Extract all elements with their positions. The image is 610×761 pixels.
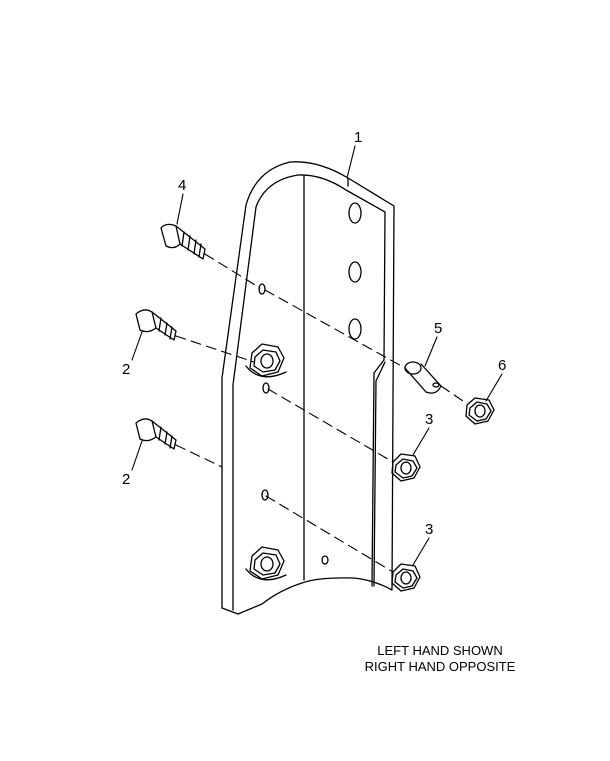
flange-nut-part-3-lower xyxy=(391,563,421,592)
bracket-hole xyxy=(321,555,329,565)
bracket-hole xyxy=(261,489,269,501)
callout-1: 1 xyxy=(354,129,362,146)
assembly-center-lines xyxy=(175,253,467,573)
bracket-part-1 xyxy=(221,161,395,615)
shoulder-screw-part-2-lower xyxy=(135,418,177,450)
bracket-hole xyxy=(258,283,266,295)
note-line-left-hand: LEFT HAND SHOWN xyxy=(377,643,503,658)
bracket-hole xyxy=(348,318,362,340)
callout-4: 4 xyxy=(178,177,186,194)
weld-nut-lower xyxy=(245,546,287,581)
cap-screw-part-4 xyxy=(160,223,206,260)
bracket-hole xyxy=(348,202,362,224)
flange-nut-part-6 xyxy=(465,397,495,425)
orientation-note: LEFT HAND SHOWN RIGHT HAND OPPOSITE xyxy=(345,643,535,675)
spacer-part-5 xyxy=(404,361,442,394)
callout-3-lower: 3 xyxy=(425,521,433,538)
bracket-hole xyxy=(262,382,270,394)
callout-2-lower: 2 xyxy=(122,471,130,488)
note-line-right-hand: RIGHT HAND OPPOSITE xyxy=(364,659,516,674)
flange-nut-part-3-upper xyxy=(391,453,421,482)
weld-nut-upper xyxy=(245,343,287,378)
callout-3-upper: 3 xyxy=(425,411,433,428)
callout-6: 6 xyxy=(498,357,506,374)
callout-2-upper: 2 xyxy=(122,361,130,378)
callout-5: 5 xyxy=(434,320,442,337)
shoulder-screw-part-2-upper xyxy=(135,309,177,341)
bracket-hole xyxy=(348,261,362,283)
callout-leaders xyxy=(131,145,503,566)
